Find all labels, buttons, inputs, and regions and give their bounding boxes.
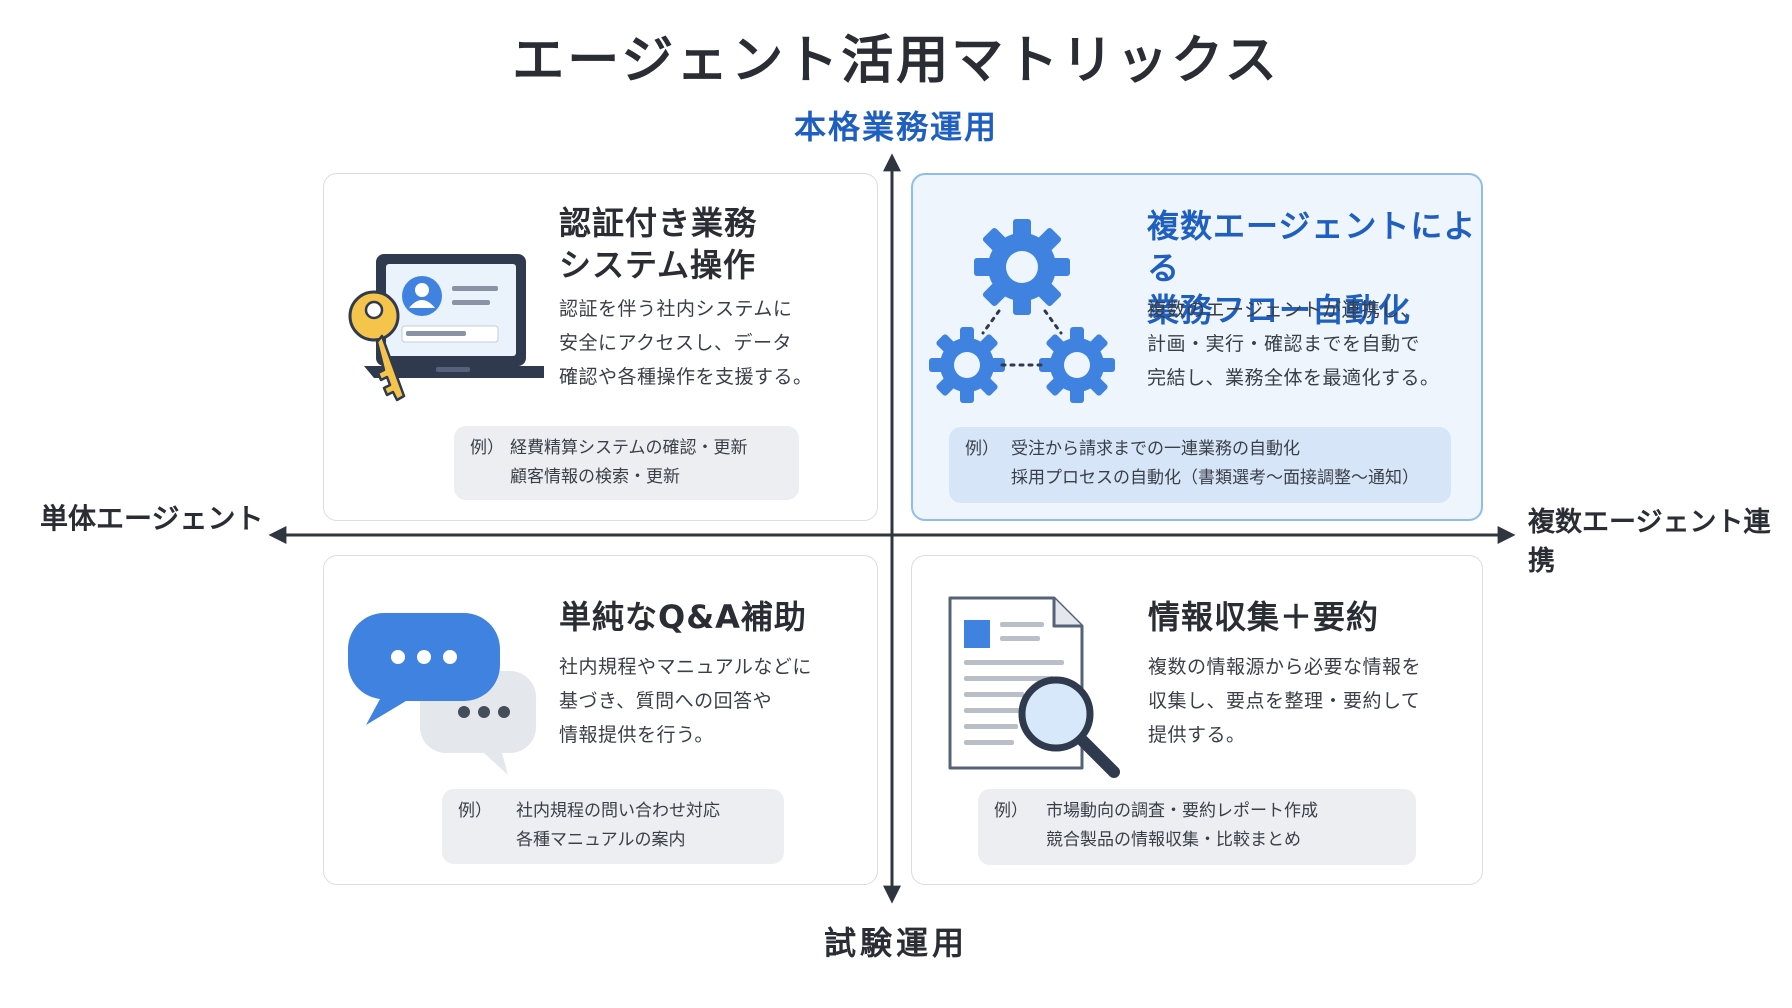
- example-box: 例） 受注から請求までの一連業務の自動化 採用プロセスの自動化（書類選考〜面接調…: [949, 427, 1451, 503]
- example-lines: 市場動向の調査・要約レポート作成 競合製品の情報収集・比較まとめ: [1046, 801, 1318, 850]
- axis-label-left: 単体エージェント: [40, 502, 264, 535]
- quadrant-bottom-left-card: 単純なQ&A補助 社内規程やマニュアルなどに 基づき、質問への回答や 情報提供を…: [323, 555, 878, 885]
- example-label: 例）: [994, 801, 1028, 821]
- example-box: 例） 社内規程の問い合わせ対応 各種マニュアルの案内: [442, 789, 784, 864]
- example-box: 例） 経費精算システムの確認・更新 顧客情報の検索・更新: [454, 426, 799, 500]
- card-title: 複数エージェントによる 業務フロー自動化: [1147, 207, 1477, 329]
- document-search-icon: [948, 596, 1120, 778]
- card-description: 社内規程やマニュアルなどに 基づき、質問への回答や 情報提供を行う。: [559, 656, 812, 746]
- chat-bubbles-icon: [348, 613, 536, 775]
- example-lines: 受注から請求までの一連業務の自動化 採用プロセスの自動化（書類選考〜面接調整〜通…: [1011, 439, 1419, 488]
- axis-label-bottom: 試験運用: [823, 924, 968, 962]
- example-lines: 社内規程の問い合わせ対応 各種マニュアルの案内: [516, 801, 720, 850]
- page-title: エージェント活用マトリックス: [512, 31, 1280, 91]
- example-box: 例） 市場動向の調査・要約レポート作成 競合製品の情報収集・比較まとめ: [978, 789, 1416, 865]
- card-title: 単純なQ&A補助: [559, 598, 807, 636]
- example-label: 例）: [458, 801, 492, 821]
- card-title: 情報収集＋要約: [1148, 598, 1380, 636]
- example-label: 例）: [965, 439, 999, 459]
- example-lines: 経費精算システムの確認・更新 顧客情報の検索・更新: [510, 438, 748, 487]
- card-description: 複数の情報源から必要な情報を 収集し、要点を整理・要約して 提供する。: [1148, 656, 1422, 746]
- card-description: 認証を伴う社内システムに 安全にアクセスし、データ 確認や各種操作を支援する。: [559, 298, 813, 388]
- quadrant-top-right-card: 複数エージェントによる 業務フロー自動化 複数のエージェントが連携し、 計画・実…: [911, 173, 1483, 521]
- axis-label-right: 複数エージェント連携: [1528, 507, 1771, 577]
- gears-icon: [929, 219, 1115, 403]
- quadrant-top-left-card: 認証付き業務 システム操作 認証を伴う社内システムに 安全にアクセスし、データ …: [323, 173, 878, 521]
- card-description: 複数のエージェントが連携し、 計画・実行・確認までを自動で 完結し、業務全体を最…: [1147, 299, 1440, 389]
- quadrant-bottom-right-card: 情報収集＋要約 複数の情報源から必要な情報を 収集し、要点を整理・要約して 提供…: [911, 555, 1483, 885]
- card-title: 認証付き業務 システム操作: [559, 204, 758, 284]
- example-label: 例）: [470, 438, 504, 458]
- axis-label-top: 本格業務運用: [793, 108, 998, 146]
- laptop-key-icon: [348, 254, 544, 402]
